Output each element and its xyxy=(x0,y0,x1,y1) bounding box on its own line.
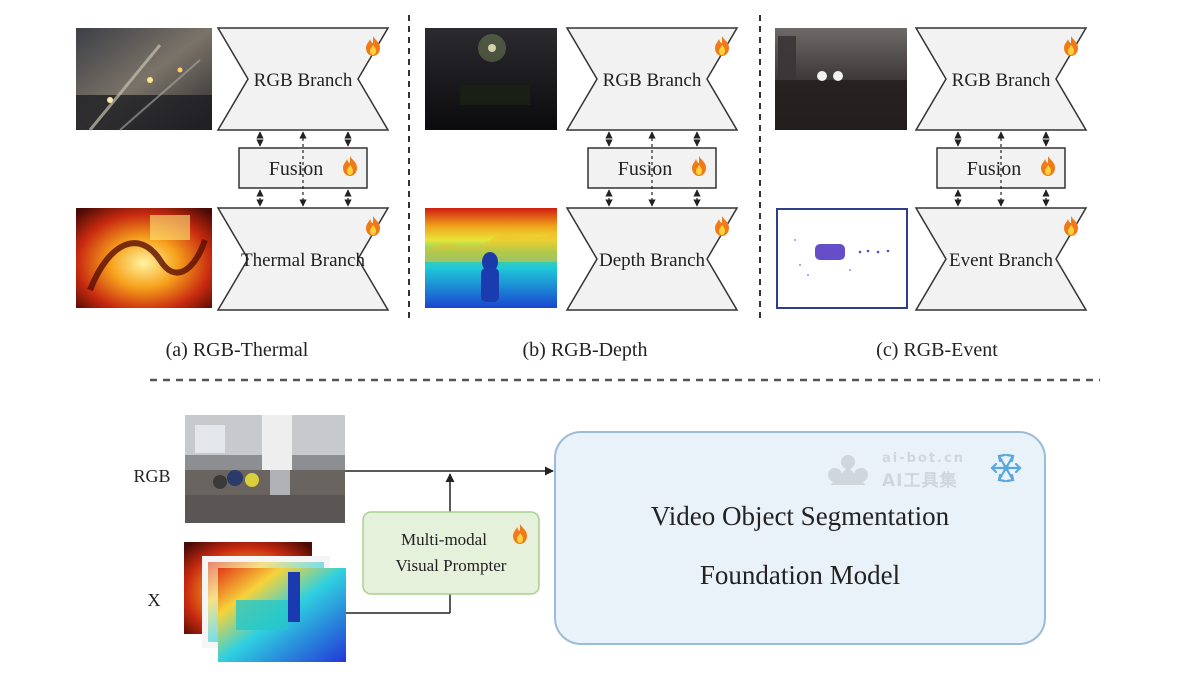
caption-rgb-depth: (b) RGB-Depth xyxy=(523,339,648,361)
prompter-line2: Visual Prompter xyxy=(396,556,507,575)
watermark-line2: AI工具集 xyxy=(882,471,958,491)
snowflake-icon xyxy=(990,453,1022,483)
model-line2: Foundation Model xyxy=(700,560,900,590)
rgb-branch-c-label: RGB Branch xyxy=(952,70,1051,91)
rgb-branch-a xyxy=(216,27,390,131)
rgb-input-label: RGB xyxy=(133,466,170,486)
panel-rgb-depth: RGB Branch Fusion Depth Branch (b) RGB-D… xyxy=(425,27,739,361)
fusion-a-label: Fusion xyxy=(269,158,323,180)
rgb-image-city xyxy=(76,28,212,131)
fusion-b-label: Fusion xyxy=(618,158,672,180)
depth-branch-label: Depth Branch xyxy=(599,250,706,271)
watermark-line1: ai-bot.cn xyxy=(882,451,965,466)
vos-foundation-model xyxy=(554,431,1046,645)
rgb-branch-b xyxy=(565,27,739,131)
x-input-label: X xyxy=(148,590,161,610)
thermal-branch-label: Thermal Branch xyxy=(241,250,365,271)
watermark: ai-bot.cn AI工具集 xyxy=(826,451,1006,491)
event-branch-label: Event Branch xyxy=(949,250,1053,271)
panel-rgb-thermal: RGB Branch Fusion Thermal Branch (a) RGB… xyxy=(76,27,390,361)
multimodal-visual-prompter xyxy=(362,511,540,595)
rgb-branch-c xyxy=(914,27,1088,131)
rgb-branch-a-label: RGB Branch xyxy=(254,70,353,91)
fusion-c-label: Fusion xyxy=(967,158,1021,180)
model-line1: Video Object Segmentation xyxy=(651,501,950,531)
prompter-line1: Multi-modal xyxy=(401,530,487,549)
x-input-stack xyxy=(184,542,346,662)
rgb-image-dark xyxy=(425,28,557,130)
event-branch xyxy=(914,207,1088,311)
bottom-pipeline: RGB X Multi-modal Vis xyxy=(133,415,1046,662)
panel-rgb-event: RGB Branch Fusion Event Branch (c) RGB-E… xyxy=(775,27,1088,361)
watermark-logo-icon xyxy=(828,455,868,485)
event-image xyxy=(776,208,908,309)
thermal-branch xyxy=(216,207,390,311)
rgb-image-road xyxy=(775,28,907,130)
caption-rgb-event: (c) RGB-Event xyxy=(876,339,998,361)
caption-rgb-thermal: (a) RGB-Thermal xyxy=(166,339,309,361)
thermal-image xyxy=(76,208,212,308)
rgb-branch-b-label: RGB Branch xyxy=(603,70,702,91)
depth-image xyxy=(425,208,557,308)
rgb-input-image xyxy=(185,415,345,523)
depth-branch xyxy=(565,207,739,311)
